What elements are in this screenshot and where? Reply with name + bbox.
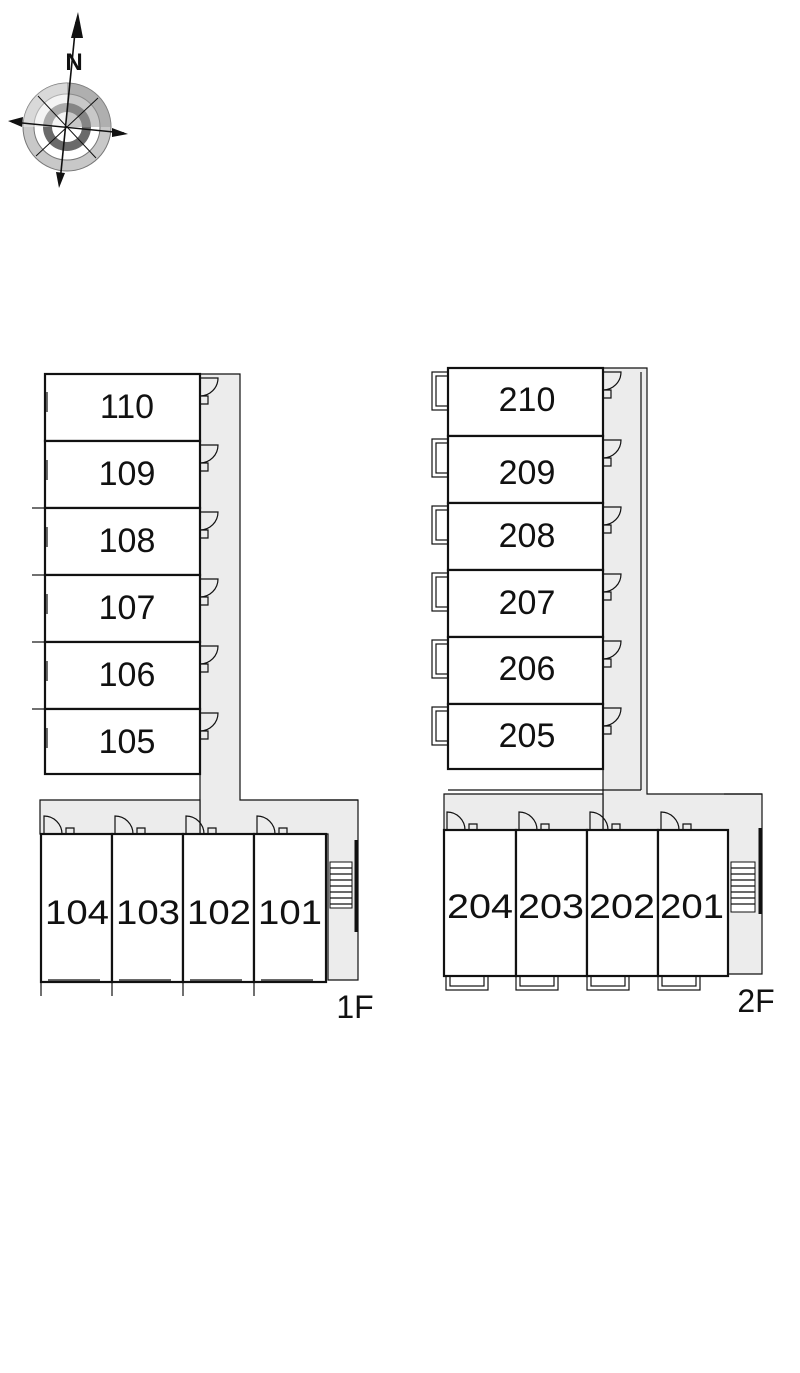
units-1f-vertical: [32, 372, 202, 776]
units-1f-horizontal: [39, 832, 328, 996]
unit-number: 109: [99, 455, 156, 493]
unit-number: 204: [447, 888, 513, 926]
unit-number: 106: [99, 656, 156, 694]
floor-plan-2f: 210 209 208 207 206 205 204 203 202 201 …: [431, 366, 775, 1019]
unit-205: [446, 702, 605, 771]
compass: N: [8, 12, 128, 188]
unit-204: [442, 828, 518, 978]
unit-number: 208: [499, 517, 556, 555]
unit-208: [446, 501, 605, 572]
unit-labels-2f: 210 209 208 207 206 205 204 203 202 201: [447, 381, 724, 926]
unit-number: 105: [99, 723, 156, 761]
unit-number: 201: [660, 888, 724, 926]
unit-106: [43, 640, 202, 711]
unit-number: 207: [499, 584, 556, 622]
unit-202: [585, 828, 660, 978]
unit-number: 206: [499, 650, 556, 688]
unit-105: [43, 707, 202, 776]
doors-2f-horizontal: [446, 811, 692, 831]
unit-number: 210: [499, 381, 556, 419]
unit-101: [252, 832, 328, 984]
stairs-2f: [730, 828, 762, 914]
unit-104: [39, 832, 114, 984]
doors-1f-horizontal: [43, 815, 288, 835]
unit-201: [656, 828, 730, 978]
balconies-2f-horizontal: [445, 975, 701, 991]
stairs-1f: [329, 840, 358, 932]
balconies-2f-vertical: [431, 371, 449, 746]
unit-107: [43, 573, 202, 644]
unit-number: 202: [589, 888, 655, 926]
doors-1f-vertical: [199, 377, 219, 740]
north-label: N: [65, 49, 82, 76]
unit-number: 103: [116, 894, 180, 932]
unit-number: 104: [45, 894, 109, 932]
unit-number: 205: [499, 717, 556, 755]
compass-rose-icon: [8, 12, 128, 188]
unit-108: [43, 506, 202, 577]
unit-206: [446, 635, 605, 706]
unit-number: 110: [100, 388, 154, 426]
unit-number: 203: [518, 888, 584, 926]
unit-number: 102: [187, 894, 251, 932]
floor-label-2f: 2F: [737, 983, 774, 1019]
units-2f-vertical: [446, 366, 605, 771]
floor-plan-1f: 110 109 108 107 106 105 104 103 102 101 …: [32, 372, 374, 1025]
unit-210: [446, 366, 605, 438]
unit-number: 108: [99, 522, 156, 560]
floor-label-1f: 1F: [336, 989, 373, 1025]
unit-labels-1f: 110 109 108 107 106 105 104 103 102 101: [45, 388, 322, 932]
unit-109: [43, 439, 202, 510]
doors-2f-vertical: [602, 371, 622, 735]
unit-103: [110, 832, 185, 984]
unit-number: 209: [499, 454, 556, 492]
unit-number: 107: [99, 589, 156, 627]
units-2f-horizontal: [442, 828, 730, 978]
unit-number: 101: [258, 894, 322, 932]
